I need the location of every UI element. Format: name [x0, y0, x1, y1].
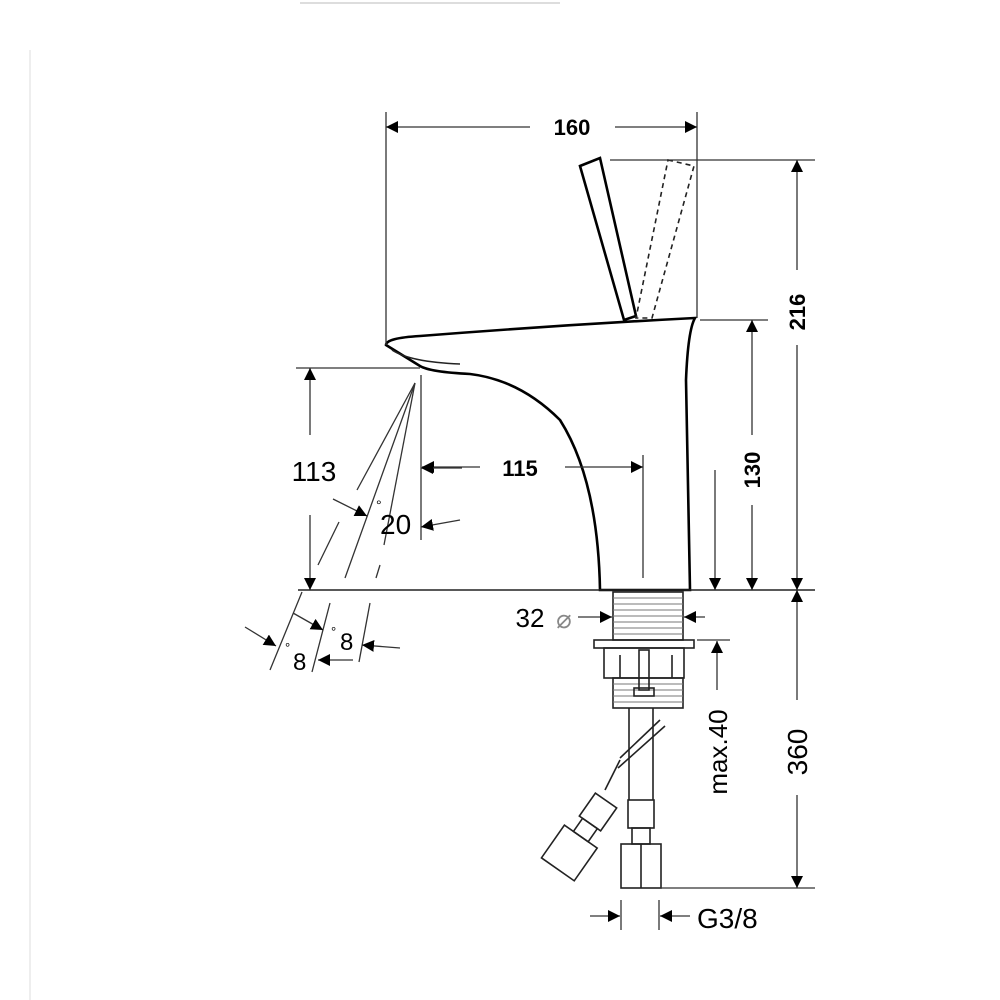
- dim-160: 160: [385, 112, 698, 345]
- dim-max40: max.40: [697, 639, 733, 795]
- dim-113-label: 113: [292, 456, 337, 487]
- lever-alt-position: [635, 159, 695, 319]
- dim-g38: G3/8: [590, 900, 758, 934]
- dim-360: 360: [660, 590, 815, 889]
- dim-115: 115: [422, 455, 644, 578]
- dim-130-label: 130: [740, 452, 765, 489]
- dim-160-label: 160: [554, 115, 591, 140]
- spray-offset-1-degree: °: [285, 640, 290, 655]
- spray-offset-1-label: 8: [293, 649, 306, 676]
- diameter-symbol: ⌀: [556, 605, 572, 635]
- dim-32: 32 ⌀: [516, 603, 705, 635]
- mounting-connector: [540, 591, 695, 889]
- dim-113: 113: [292, 367, 420, 590]
- spray-angle: ° 20: [317, 375, 462, 579]
- dim-max40-label: max.40: [703, 709, 733, 794]
- spray-angle-degree: °: [376, 497, 382, 513]
- dim-115-label: 115: [502, 456, 538, 481]
- spray-offset-2-degree: °: [331, 624, 336, 639]
- spray-offsets: ° 8 ° 8: [244, 591, 401, 676]
- dim-360-label: 360: [782, 729, 813, 776]
- dim-130: 130: [700, 319, 768, 590]
- dim-216: 216: [610, 159, 815, 590]
- dim-216-label: 216: [785, 294, 810, 331]
- lever: [578, 156, 638, 322]
- spray-offset-2-label: 8: [340, 629, 353, 656]
- dim-32-label: 32: [516, 603, 545, 633]
- spray-angle-label: 20: [380, 509, 411, 540]
- dim-g38-label: G3/8: [697, 903, 758, 934]
